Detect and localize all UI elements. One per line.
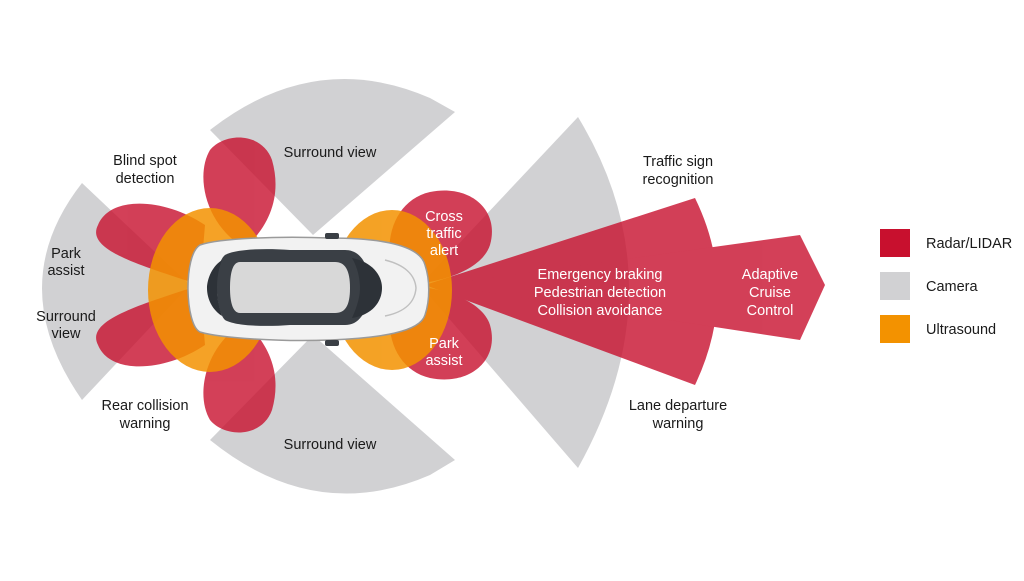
label-cross-traffic-2: traffic: [426, 226, 461, 242]
label-blind-spot-1: Blind spot: [113, 153, 177, 169]
legend-swatch-radar: [880, 229, 910, 257]
label-cross-traffic-1: Cross: [425, 209, 463, 225]
label-rear-collision-1: Rear collision: [101, 398, 188, 414]
camera-zone-rear: [42, 183, 190, 400]
label-emergency-2: Pedestrian detection: [534, 285, 666, 301]
label-park-assist-front-2: assist: [425, 353, 462, 369]
legend-swatch-ultrasound: [880, 315, 910, 343]
label-emergency-1: Emergency braking: [538, 267, 663, 283]
label-park-assist-rear-2: assist: [47, 263, 84, 279]
label-lane-departure-2: warning: [652, 416, 704, 432]
label-park-assist-front-1: Park: [429, 336, 460, 352]
legend-swatch-camera: [880, 272, 910, 300]
label-emergency-3: Collision avoidance: [538, 303, 663, 319]
radar-zone-acc: [440, 235, 825, 340]
label-cross-traffic-3: alert: [430, 243, 458, 259]
camera-zone-surround-bottom: [210, 335, 455, 494]
label-traffic-sign-2: recognition: [643, 172, 714, 188]
car-icon: [187, 233, 430, 346]
label-surround-view-bottom: Surround view: [284, 437, 377, 453]
legend-label-camera: Camera: [926, 279, 979, 295]
label-surround-view-rear-2: view: [51, 326, 81, 342]
label-traffic-sign-1: Traffic sign: [643, 154, 713, 170]
label-surround-view-top: Surround view: [284, 145, 377, 161]
label-acc-1: Adaptive: [742, 267, 798, 283]
label-acc-2: Cruise: [749, 285, 791, 301]
legend-label-radar: Radar/LIDAR: [926, 236, 1012, 252]
legend-label-ultrasound: Ultrasound: [926, 322, 996, 338]
label-blind-spot-2: detection: [116, 171, 175, 187]
label-park-assist-rear-1: Park: [51, 246, 82, 262]
camera-zone-surround-top: [210, 79, 455, 235]
label-acc-3: Control: [747, 303, 794, 319]
legend: Radar/LIDAR Camera Ultrasound: [880, 229, 1012, 343]
label-rear-collision-2: warning: [119, 416, 171, 432]
label-surround-view-rear-1: Surround: [36, 309, 96, 325]
labels: Surround view Blind spot detection Park …: [36, 145, 798, 453]
label-lane-departure-1: Lane departure: [629, 398, 727, 414]
